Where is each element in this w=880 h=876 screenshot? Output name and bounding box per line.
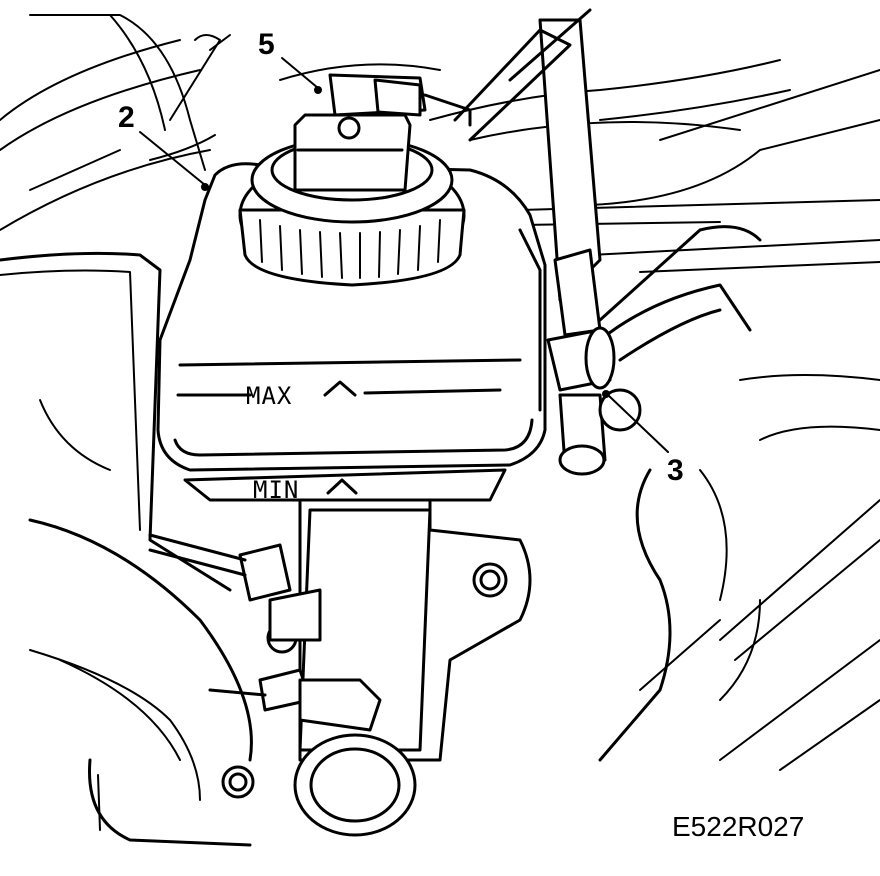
master-cylinder (148, 326, 642, 837)
max-level-mark: MAX (246, 382, 292, 410)
callout-5-label: 5 (258, 28, 275, 61)
callouts: 2 5 3 (118, 28, 684, 487)
engine-bay-background (0, 14, 880, 847)
figure-reference-code: E522R027 (672, 811, 804, 842)
callout-2-label: 2 (118, 101, 135, 134)
callout-3-label: 3 (667, 454, 684, 487)
min-level-mark: MIN (253, 476, 299, 504)
brake-hoses (453, 8, 762, 362)
reservoir-cap (238, 73, 472, 287)
